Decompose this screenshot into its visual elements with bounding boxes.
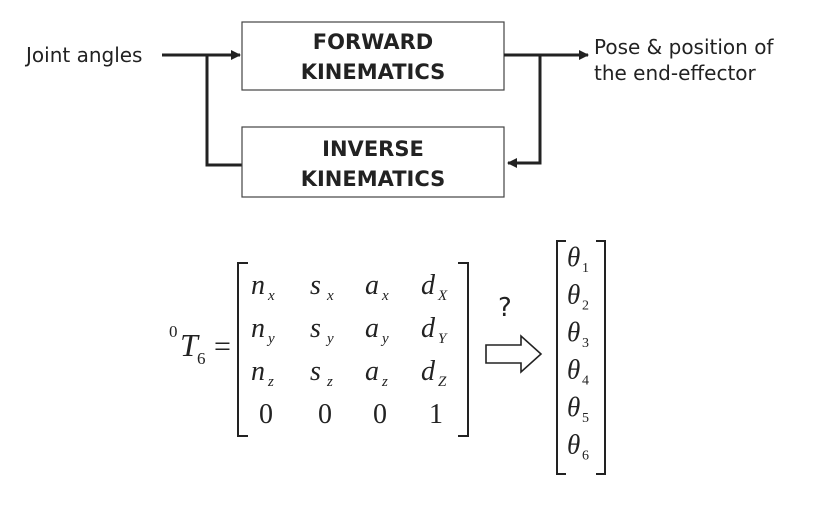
output-to-inverse-arrow xyxy=(507,55,542,168)
joint-vector-right-bracket xyxy=(596,240,606,475)
matrix-cell-r3c4-subscript: Z xyxy=(438,374,447,390)
matrix-cell-r1c4: d xyxy=(421,270,436,301)
matrix-cell-r3c3: a xyxy=(365,356,379,387)
lhs-symbol: T xyxy=(180,327,200,363)
matrix-left-bracket xyxy=(237,262,248,437)
output-label-line2: the end-effector xyxy=(594,61,757,85)
matrix-cell-r3c3-subscript: z xyxy=(381,374,388,390)
matrix-cell-r1c1: n xyxy=(251,270,265,301)
joint-angle-3-symbol: θ xyxy=(567,317,580,347)
joint-angle-4-symbol: θ xyxy=(567,355,580,385)
joint-angle-2-subscript: 2 xyxy=(582,299,589,314)
matrix-cell-r4c3: 0 xyxy=(373,399,387,430)
joint-angle-2-symbol: θ xyxy=(567,280,580,310)
inverse-kinematics-box: INVERSE KINEMATICS xyxy=(241,126,505,198)
equals-sign: = xyxy=(214,330,231,363)
matrix-cell-r2c1-subscript: y xyxy=(266,331,275,347)
matrix-cell-r1c4-subscript: X xyxy=(437,288,448,304)
forward-box-line1: FORWARD xyxy=(313,30,433,54)
joint-angle-5-symbol: θ xyxy=(567,392,580,422)
matrix-cell-r1c3-subscript: x xyxy=(381,288,389,304)
output-label-line1: Pose & position of xyxy=(594,35,774,59)
hollow-right-arrow xyxy=(485,334,543,374)
matrix-cell-r3c1: n xyxy=(251,356,265,387)
matrix-cell-r2c3-subscript: y xyxy=(380,331,389,347)
forward-box-rect xyxy=(241,21,505,91)
joint-angle-6-symbol: θ xyxy=(567,430,580,460)
inverse-box-line1: INVERSE xyxy=(322,137,424,161)
matrix-cell-r1c2-subscript: x xyxy=(326,288,334,304)
matrix-cell-r3c2: s xyxy=(310,356,321,387)
joint-angle-6-subscript: 6 xyxy=(582,449,589,464)
matrix-cell-r4c1: 0 xyxy=(259,399,273,430)
joint-angle-5-subscript: 5 xyxy=(582,411,589,426)
matrix-cell-r2c3: a xyxy=(365,313,379,344)
matrix-right-bracket xyxy=(458,262,469,437)
joint-angle-3-subscript: 3 xyxy=(582,336,589,351)
matrix-cell-r3c1-subscript: z xyxy=(267,374,274,390)
lhs-superscript: 0 xyxy=(169,322,178,341)
forward-box-line2: KINEMATICS xyxy=(301,60,446,84)
matrix-cell-r2c4: d xyxy=(421,313,436,344)
matrix-cell-r1c2: s xyxy=(310,270,321,301)
matrix-cell-r2c4-subscript: Y xyxy=(438,331,448,347)
matrix-cell-r1c1-subscript: x xyxy=(267,288,275,304)
question-mark: ? xyxy=(498,293,512,323)
input-label: Joint angles xyxy=(24,43,142,67)
joint-angle-1-subscript: 1 xyxy=(582,261,589,276)
matrix-cell-r2c2: s xyxy=(310,313,321,344)
matrix-cell-r4c4: 1 xyxy=(429,399,443,430)
matrix-cell-r4c2: 0 xyxy=(318,399,332,430)
matrix-cell-r3c4: d xyxy=(421,356,436,387)
forward-kinematics-box: FORWARD KINEMATICS xyxy=(241,21,505,91)
joint-angle-1-symbol: θ xyxy=(567,242,580,272)
matrix-cell-r1c3: a xyxy=(365,270,379,301)
matrix-cell-r2c1: n xyxy=(251,313,265,344)
matrix-cell-r2c2-subscript: y xyxy=(325,331,334,347)
lhs-subscript: 6 xyxy=(197,349,206,368)
joint-angle-4-subscript: 4 xyxy=(582,374,589,389)
inverse-to-input-line xyxy=(205,55,242,167)
inverse-box-line2: KINEMATICS xyxy=(301,167,446,191)
joint-vector-left-bracket xyxy=(556,240,566,475)
block-diagram: Joint angles FORWARD KINEMATICS INVERSE … xyxy=(24,21,774,198)
matrix-cell-r3c2-subscript: z xyxy=(326,374,333,390)
inverse-box-rect xyxy=(241,126,505,198)
